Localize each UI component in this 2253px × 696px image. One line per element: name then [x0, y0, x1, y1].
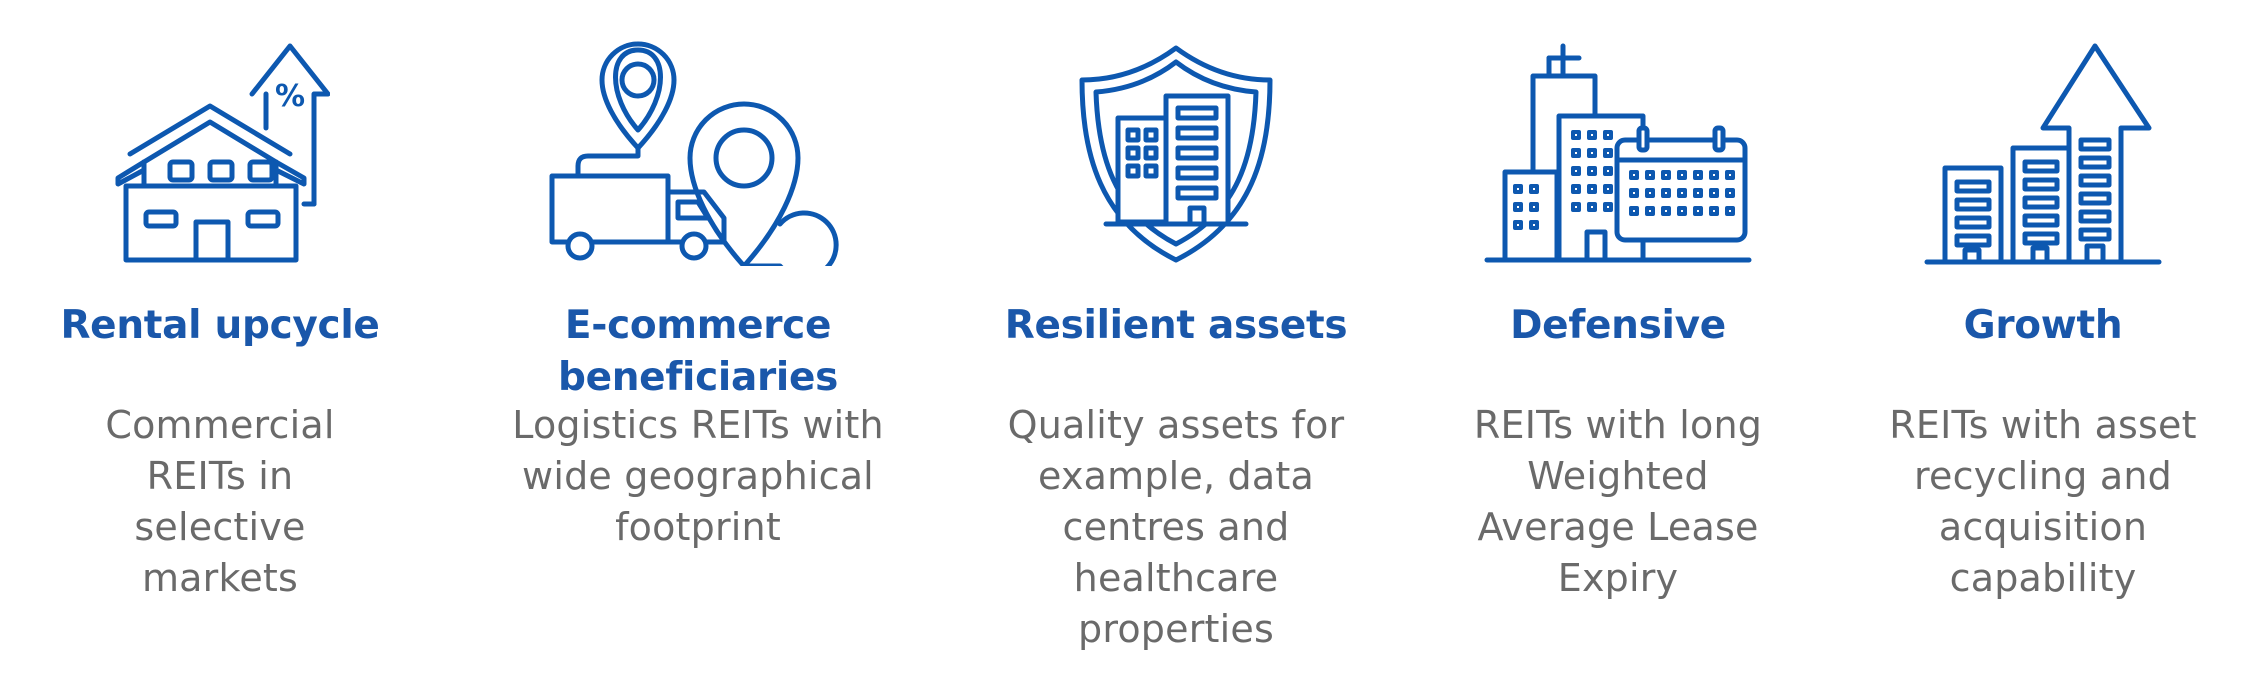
svg-text:%: %	[275, 79, 305, 114]
card-e-commerce: E-commerce beneficiaries Logistics REITs…	[488, 0, 908, 696]
card-title: Growth	[1963, 303, 2123, 348]
buildings-calendar-icon	[1483, 36, 1753, 266]
card-title: Defensive	[1510, 303, 1726, 348]
delivery-truck-location-pin-icon	[548, 36, 848, 266]
shield-buildings-icon	[1076, 44, 1276, 264]
card-title: E-commerce beneficiaries	[557, 303, 839, 400]
card-description: REITs with long Weighted Average Lease E…	[1473, 403, 1763, 600]
card-growth: Growth REITs with asset recycling and ac…	[1833, 0, 2253, 696]
card-rental-upcycle: % Rental upcycle Commercial REITs in sel…	[10, 0, 430, 696]
card-title: Resilient assets	[1004, 303, 1348, 348]
card-description: Quality assets for example, data centres…	[1007, 403, 1345, 651]
card-description: Commercial REITs in selective markets	[105, 403, 335, 600]
card-description: REITs with asset recycling and acquisiti…	[1889, 403, 2197, 600]
card-resilient-assets: Resilient assets Quality assets for exam…	[966, 0, 1386, 696]
card-description: Logistics REITs with wide geographical f…	[512, 403, 884, 549]
card-title: Rental upcycle	[60, 303, 380, 348]
card-defensive: Defensive REITs with long Weighted Avera…	[1408, 0, 1828, 696]
house-percent-arrow-icon: %	[110, 36, 330, 266]
buildings-growth-arrow-icon	[1923, 40, 2163, 270]
